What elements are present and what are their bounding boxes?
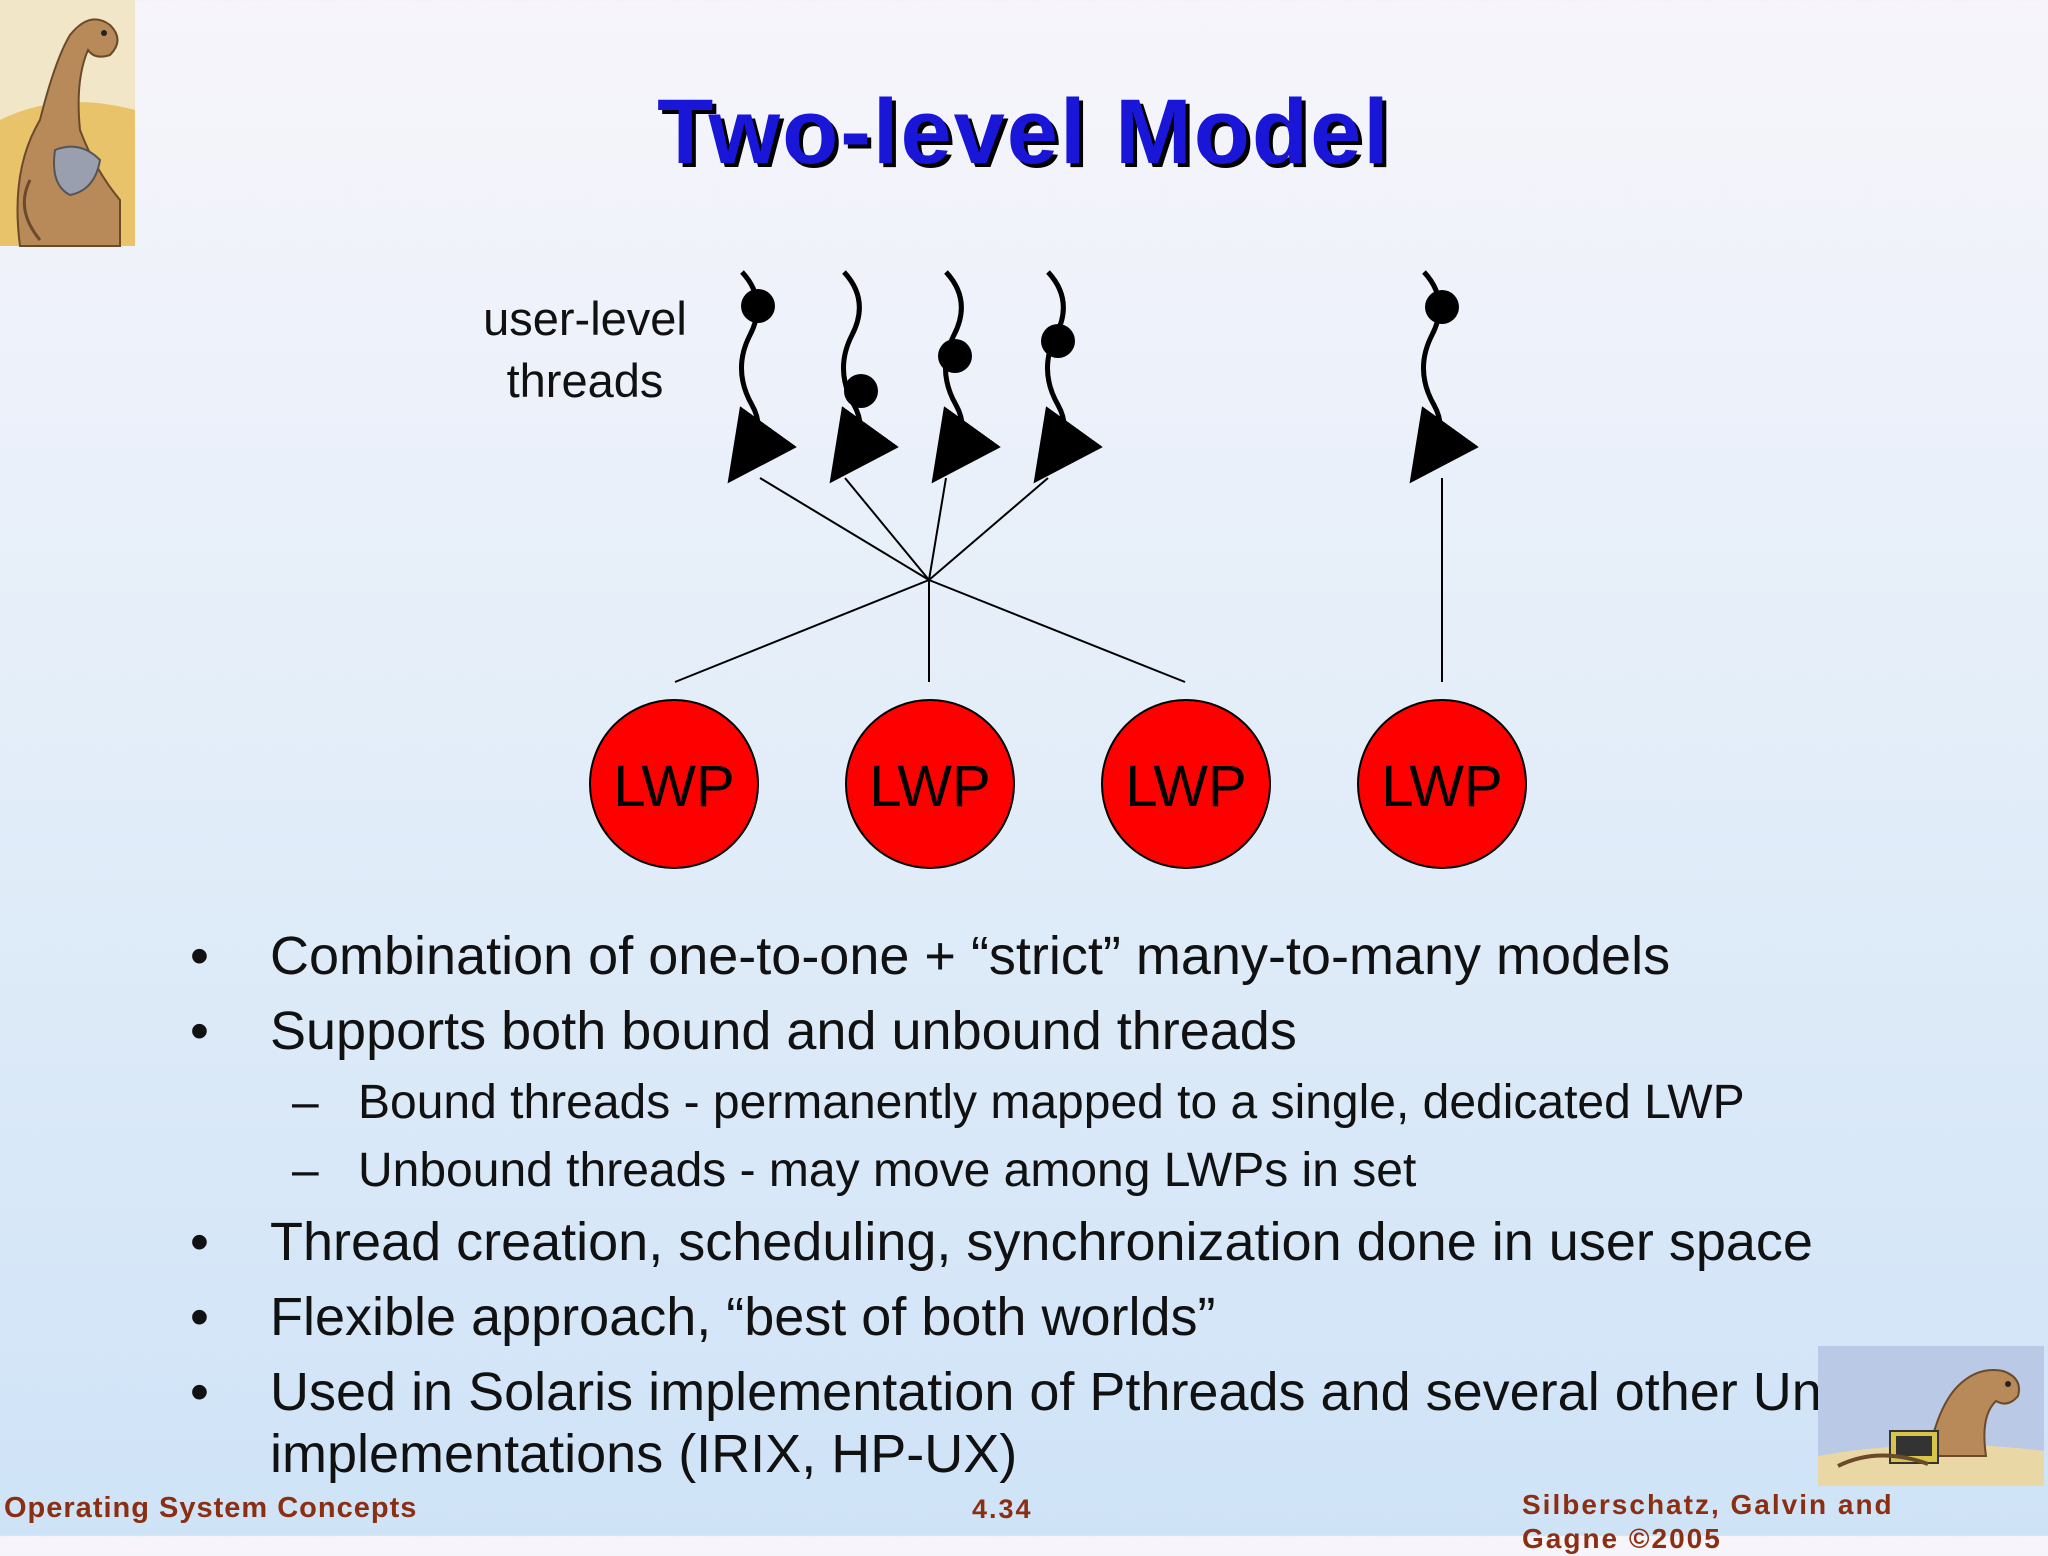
lwp-circle-4 xyxy=(1357,699,1527,869)
bullet-item: • Used in Solaris implementation of Pthr… xyxy=(190,1361,1990,1485)
dash-marker: – xyxy=(292,1076,319,1129)
user-thread-5 xyxy=(1409,270,1479,484)
sub-bullet-text: Bound threads - permanently mapped to a … xyxy=(358,1076,1745,1129)
lwp-circle-3 xyxy=(1101,699,1271,869)
slide-title: Two-level Model xyxy=(657,81,1391,183)
bullet-text: Flexible approach, “best of both worlds” xyxy=(270,1287,1216,1347)
dinosaur-logo-bottom-right xyxy=(1818,1346,2044,1486)
bullet-marker: • xyxy=(190,1212,209,1272)
bullet-item: • Flexible approach, “best of both world… xyxy=(190,1286,1990,1348)
lwp-circle-1 xyxy=(589,699,759,869)
bullet-list: • Combination of one-to-one + “strict” m… xyxy=(190,925,1990,1498)
footer-book-title: Operating System Concepts xyxy=(4,1492,418,1524)
bullet-text: Supports both bound and unbound threads xyxy=(270,1001,1297,1061)
bullet-text: Used in Solaris implementation of Pthrea… xyxy=(270,1362,1861,1484)
bullet-text: Combination of one-to-one + “strict” man… xyxy=(270,926,1671,986)
footer-authors: Silberschatz, Galvin and Gagne ©2005 xyxy=(1522,1489,1894,1554)
lwp-label-2: LWP xyxy=(869,754,991,819)
mapping-lines xyxy=(674,477,1443,683)
bullet-marker: • xyxy=(190,1001,209,1061)
user-level-threads-label: user-level threads xyxy=(440,288,730,412)
lwp-label-3: LWP xyxy=(1125,754,1247,819)
dinosaur-logo-top-left xyxy=(0,0,135,247)
thread-label-line-1: user-level xyxy=(483,292,687,345)
user-thread-3 xyxy=(931,270,1001,484)
bullet-item: • Combination of one-to-one + “strict” m… xyxy=(190,925,1990,987)
user-thread-4 xyxy=(1033,270,1103,484)
sub-bullet-item: – Unbound threads - may move among LWPs … xyxy=(190,1143,1990,1199)
bullet-marker: • xyxy=(190,926,209,986)
bullet-marker: • xyxy=(190,1287,209,1347)
bullet-marker: • xyxy=(190,1362,209,1422)
lwp-label-4: LWP xyxy=(1381,754,1503,819)
user-thread-2 xyxy=(829,270,899,484)
sub-bullet-item: – Bound threads - permanently mapped to … xyxy=(190,1075,1990,1131)
thread-label-line-2: threads xyxy=(506,354,664,407)
lwp-circle-2 xyxy=(845,699,1015,869)
dash-marker: – xyxy=(292,1144,319,1197)
user-thread-1 xyxy=(727,270,797,484)
bullet-item: • Supports both bound and unbound thread… xyxy=(190,1000,1990,1062)
bullet-text: Thread creation, scheduling, synchroniza… xyxy=(270,1212,1813,1272)
sub-bullet-text: Unbound threads - may move among LWPs in… xyxy=(358,1144,1417,1197)
footer-page-number: 4.34 xyxy=(972,1494,1033,1524)
bullet-item: • Thread creation, scheduling, synchroni… xyxy=(190,1211,1990,1273)
lwp-label-1: LWP xyxy=(613,754,735,819)
